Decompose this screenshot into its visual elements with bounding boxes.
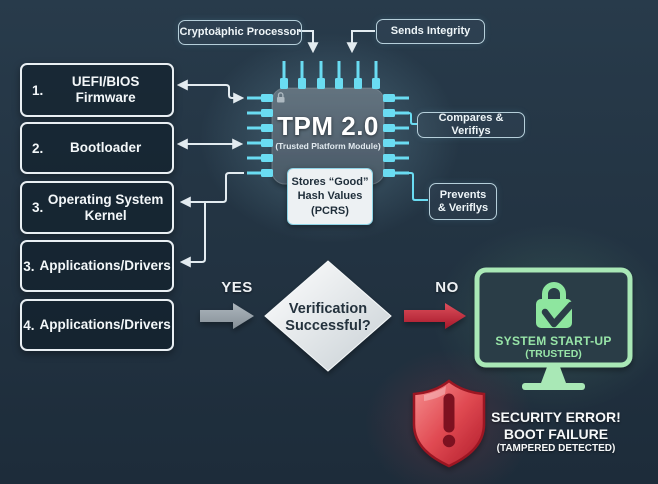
pcrs-line-2: Hash Values [297, 190, 363, 203]
stage-number: 4. [23, 317, 35, 333]
stage-label: UEFI/BIOS Firmware [71, 74, 140, 105]
chip-lock-icon [277, 92, 285, 103]
padlock-icon [536, 282, 575, 328]
stage-label: Applications/Drivers [39, 258, 171, 274]
crypto-processor-label: Cryptoäphic Processor [178, 20, 302, 45]
monitor-stand [541, 367, 566, 383]
no-arrow [404, 303, 466, 329]
pcrs-box: Stores “Good” Hash Values (PCRS) [287, 168, 373, 225]
boot-failure-text: BOOT FAILURE [503, 426, 609, 442]
connector-wires [176, 30, 375, 268]
tpm-subtitle: (Trusted Platform Module) [275, 141, 381, 151]
check-icon [541, 301, 575, 328]
compares-verifies-text: Compares & Verifiys [438, 112, 504, 137]
prevents-verifies-label: Prevents & Veriflys [429, 183, 497, 220]
decision-line-2: Successful? [285, 318, 371, 335]
no-label: NO [435, 279, 459, 296]
sends-integrity-label: Sends Integrity [376, 19, 485, 44]
system-startup-text: SYSTEM START-UP [495, 334, 612, 348]
stage-number: 2. [32, 140, 44, 156]
exclamation-icon [442, 393, 456, 448]
stage-number: 3. [32, 200, 44, 215]
prevents-line-2: & Veriflys [437, 201, 489, 214]
cyan-wires [400, 112, 428, 201]
boot-stage-os-kernel: 3. Operating System Kernel [20, 181, 174, 234]
boot-stage-uefi-bios: 1. UEFI/BIOS Firmware [20, 63, 174, 117]
monitor-base [522, 383, 585, 390]
pcrs-line-3: (PCRS) [311, 204, 349, 217]
yes-arrow [200, 303, 254, 329]
decision-line-1: Verification [288, 301, 368, 317]
pcrs-line-1: Stores “Good” [291, 176, 369, 189]
monitor-icon [474, 267, 633, 390]
trusted-text: (TRUSTED) [525, 348, 582, 360]
stage-number: 1. [32, 82, 44, 98]
sends-integrity-text: Sends Integrity [390, 25, 471, 38]
tampered-detected-text: (TAMPERED DETECTED) [496, 443, 616, 454]
compares-verifies-label: Compares & Verifiys [417, 112, 525, 138]
stage-label: Operating System Kernel [47, 191, 164, 223]
tpm-pin-pads [261, 78, 395, 177]
boot-stage-applications-3: 3. Applications/Drivers [20, 240, 174, 292]
crypto-processor-text: Cryptoäphic Processor [179, 26, 301, 39]
stage-number: 3. [23, 258, 35, 274]
shield-icon [412, 379, 486, 468]
stage-label: Applications/Drivers [39, 317, 171, 333]
prevents-line-1: Prevents [439, 188, 487, 201]
stage-label: Bootloader [70, 140, 142, 156]
tpm-title: TPM 2.0 [277, 111, 379, 141]
security-error-text: SECURITY ERROR! [491, 409, 621, 425]
decision-question: Verification Successful? [268, 301, 388, 336]
boot-stage-bootloader: 2. Bootloader [20, 122, 174, 174]
yes-label: YES [221, 279, 253, 296]
decision-diamond [264, 260, 392, 372]
boot-stage-applications-4: 4. Applications/Drivers [20, 299, 174, 351]
